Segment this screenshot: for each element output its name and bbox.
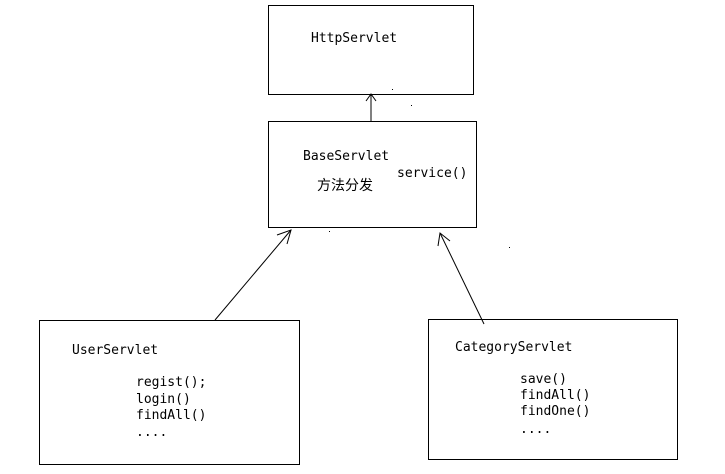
httpservlet-box: HttpServlet <box>268 5 474 95</box>
categoryservlet-method: findAll() <box>520 388 591 403</box>
categoryservlet-method: findOne() <box>520 404 591 419</box>
stray-dot <box>329 231 330 232</box>
stray-dot <box>392 89 393 90</box>
userservlet-method: findAll() <box>136 408 207 423</box>
userservlet-method: regist(); <box>136 375 207 390</box>
categoryservlet-method: .... <box>520 422 552 437</box>
userservlet-method: login() <box>136 392 191 407</box>
edge-user-to-base <box>214 229 292 321</box>
stray-dot <box>411 105 412 106</box>
categoryservlet-method: save() <box>520 372 567 387</box>
edge-base-to-http <box>365 93 377 121</box>
userservlet-label: UserServlet <box>72 343 159 358</box>
httpservlet-label: HttpServlet <box>311 31 398 46</box>
userservlet-box: UserServlet regist(); login() findAll() … <box>39 320 300 465</box>
baseservlet-label: BaseServlet <box>303 149 390 164</box>
categoryservlet-box: CategoryServlet save() findAll() findOne… <box>428 319 678 460</box>
stray-dot <box>509 247 510 248</box>
baseservlet-box: BaseServlet service() 方法分发 <box>268 121 477 228</box>
userservlet-method: .... <box>136 425 168 440</box>
edge-category-to-base <box>437 232 485 325</box>
categoryservlet-label: CategoryServlet <box>455 340 573 355</box>
baseservlet-method: service() <box>397 166 468 181</box>
baseservlet-note: 方法分发 <box>317 178 373 194</box>
